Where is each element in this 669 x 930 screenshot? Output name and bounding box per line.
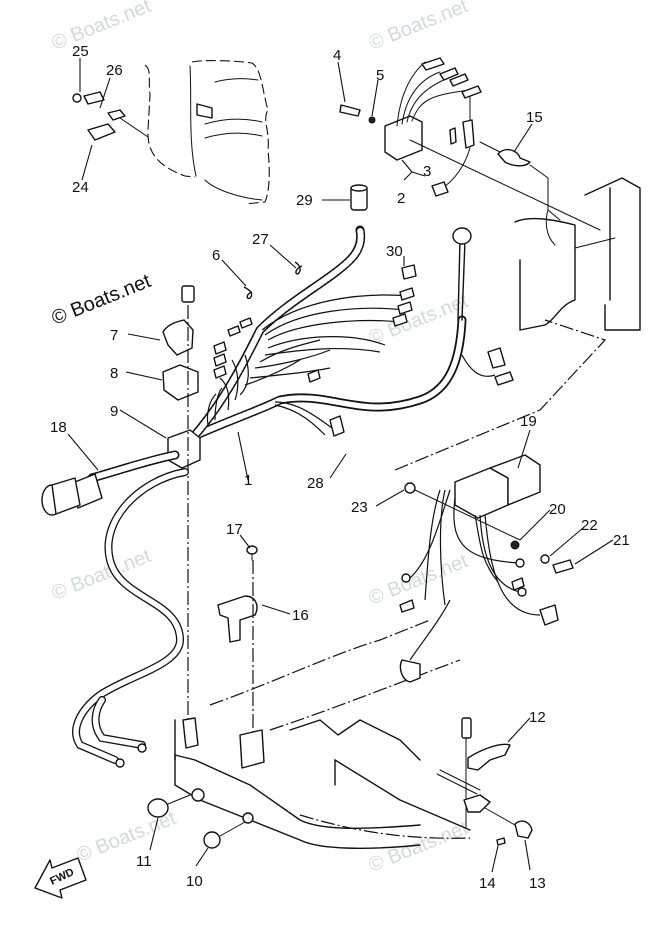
callout-13: 13	[529, 875, 546, 892]
part-29-relay	[350, 184, 368, 211]
callout-17: 17	[226, 521, 243, 538]
callout-5: 5	[376, 67, 384, 84]
callout-14: 14	[479, 875, 496, 892]
watermark: © Boats.net	[366, 550, 472, 610]
part-11-grommet	[147, 798, 169, 818]
fwd-direction-marker: FWD	[34, 857, 87, 899]
callout-9: 9	[110, 403, 118, 420]
callout-23: 23	[351, 499, 368, 516]
part-2-regulator	[339, 57, 601, 231]
parts-16-17	[217, 545, 258, 735]
callout-20: 20	[549, 501, 566, 518]
callout-30: 30	[386, 243, 403, 260]
callout-10: 10	[186, 873, 203, 890]
callout-11: 11	[136, 853, 152, 870]
part-10-grommet	[203, 831, 221, 849]
part-19-ignition-coil	[394, 319, 607, 683]
watermark-dark: © Boats.net	[49, 270, 155, 330]
callout-22: 22	[581, 517, 598, 534]
callout-1: 1	[244, 472, 252, 489]
callout-28: 28	[307, 475, 324, 492]
engine-outline	[144, 60, 270, 205]
callout-2: 2	[397, 190, 405, 207]
callout-25: 25	[72, 43, 89, 60]
callout-labels: 25 26 24 4 5 2 3 15 29 27 6 30 7 8 9 18 …	[50, 43, 630, 892]
callout-6: 6	[212, 247, 220, 264]
part-15-clamp	[479, 141, 561, 221]
part-6-clip	[243, 286, 253, 300]
callout-15: 15	[526, 109, 543, 126]
callout-27: 27	[252, 231, 269, 248]
part-24-switch	[72, 91, 149, 141]
callout-3: 3	[423, 163, 431, 180]
watermark: © Boats.net	[49, 0, 155, 55]
callout-8: 8	[110, 365, 118, 382]
watermark: © Boats.net	[366, 0, 472, 55]
callout-18: 18	[50, 419, 67, 436]
callout-16: 16	[292, 607, 309, 624]
bottom-cowling	[174, 619, 481, 849]
part-1-harness	[180, 225, 514, 445]
battery-cable	[72, 468, 189, 768]
callout-12: 12	[529, 709, 546, 726]
callout-7: 7	[110, 327, 118, 344]
part-30-clip	[401, 264, 417, 280]
callout-29: 29	[296, 192, 313, 209]
leader-lines	[67, 58, 614, 873]
parts-12-13-14	[461, 717, 533, 846]
callout-4: 4	[333, 47, 341, 64]
part-18-connector	[41, 450, 180, 516]
callout-21: 21	[613, 532, 630, 549]
callout-24: 24	[72, 179, 89, 196]
callout-26: 26	[106, 62, 123, 79]
callout-19: 19	[520, 413, 537, 430]
part-27-clip	[294, 261, 303, 275]
mount-bracket	[514, 177, 641, 331]
